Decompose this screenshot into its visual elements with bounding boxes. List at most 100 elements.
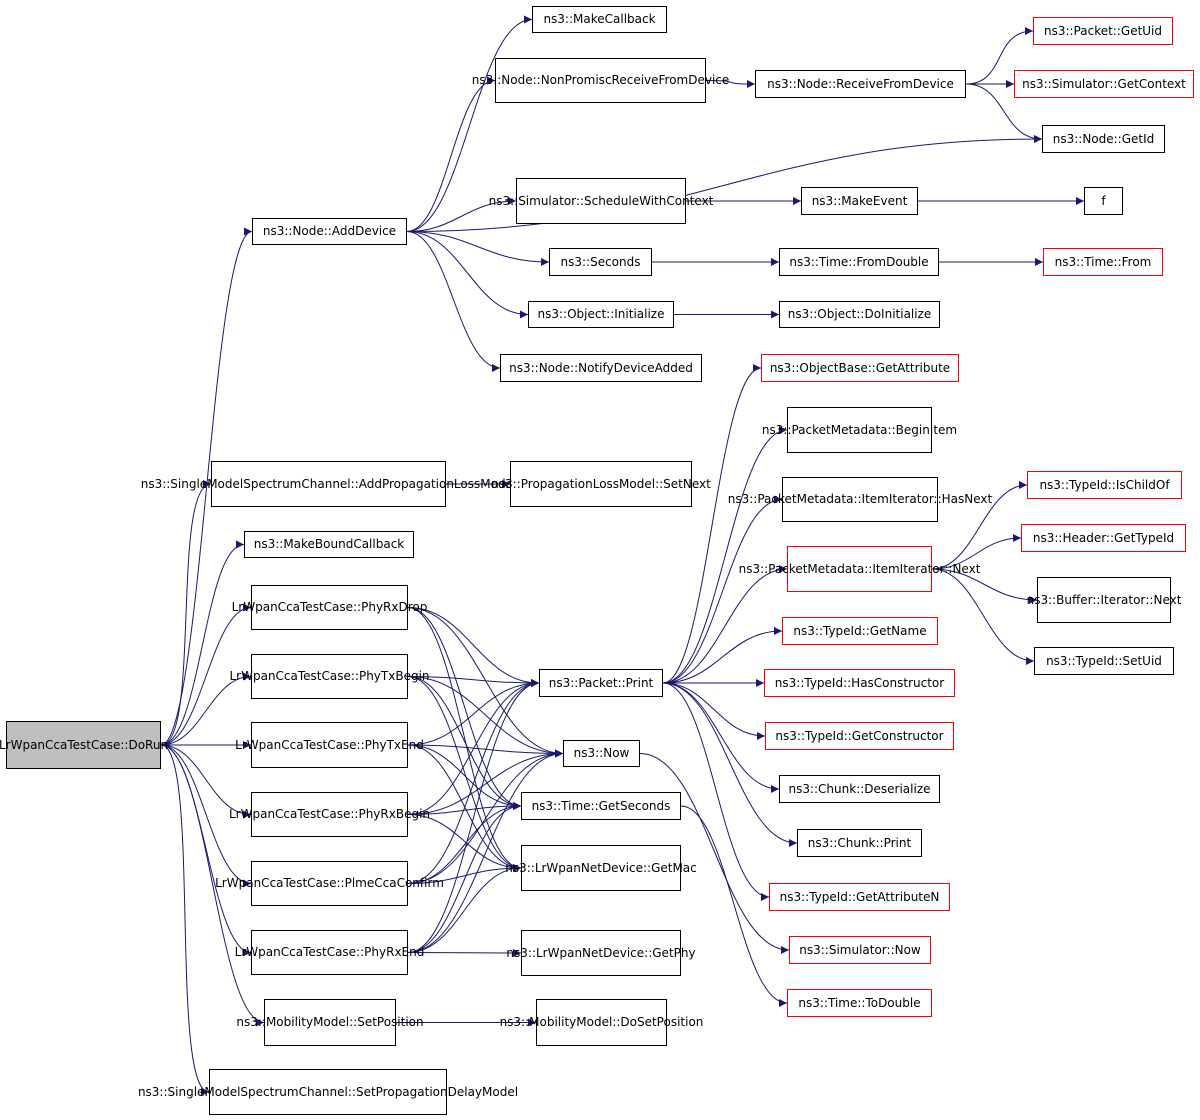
edge-packetprint-to-getname <box>662 627 783 684</box>
node-plmeccaconfirm[interactable]: LrWpanCcaTestCase:: PlmeCcaConfirm <box>215 861 444 906</box>
edge-phyrxend-to-packetprint <box>407 679 540 953</box>
node-chunkprint[interactable]: ns3::Chunk::Print <box>797 829 922 857</box>
node-label: ns3::Simulator::Now <box>799 942 921 957</box>
node-label: ns3::Simulator::GetContext <box>1022 76 1186 91</box>
node-label: PhyRxEnd <box>364 945 425 959</box>
node-getconstructor[interactable]: ns3::TypeId::GetConstructor <box>765 722 954 750</box>
edge-phyrxend-to-getphy <box>407 948 522 957</box>
edge-plmeccaconfirm-to-getmac <box>407 864 522 884</box>
node-getname[interactable]: ns3::TypeId::GetName <box>782 617 938 645</box>
node-hasnext[interactable]: ns3::PacketMetadata ::ItemIterator::HasN… <box>728 477 992 522</box>
node-beginitem[interactable]: ns3::PacketMetadata ::BeginItem <box>762 407 957 453</box>
node-bufferiternext[interactable]: ns3::Buffer::Iterator ::Next <box>1027 577 1181 623</box>
edge-iternext-to-setuid <box>931 568 1035 665</box>
node-label: LrWpanCcaTestCase:: <box>234 945 365 959</box>
node-getattributen[interactable]: ns3::TypeId::GetAttributeN <box>769 883 950 911</box>
node-label: ns3::Object::Initialize <box>537 307 665 321</box>
node-now[interactable]: ns3::Now <box>563 740 640 767</box>
edge-phyrxend-to-getmac <box>407 864 522 953</box>
node-hasconstructor[interactable]: ns3::TypeId::HasConstructor <box>764 669 955 697</box>
node-setposition[interactable]: ns3::MobilityModel ::SetPosition <box>236 999 424 1046</box>
node-schedulewithcontext[interactable]: ns3::Simulator::Schedule WithContext <box>489 178 713 224</box>
node-simgetcontext[interactable]: ns3::Simulator::GetContext <box>1014 70 1194 98</box>
node-simnow[interactable]: ns3::Simulator::Now <box>789 936 931 964</box>
edge-timegetseconds-to-todouble <box>680 805 788 1007</box>
node-makeboundcallback[interactable]: ns3::MakeBoundCallback <box>244 531 414 558</box>
node-makecallback[interactable]: ns3::MakeCallback <box>532 6 667 33</box>
node-getmac[interactable]: ns3::LrWpanNetDevice ::GetMac <box>505 845 697 891</box>
node-label: ns3::MakeBoundCallback <box>253 537 405 551</box>
node-label: ::SetNext <box>655 476 711 491</box>
edge-dorun-to-plmeccaconfirm <box>160 744 252 888</box>
node-label: ns3::Chunk::Deserialize <box>788 781 931 796</box>
node-ischildof[interactable]: ns3::TypeId::IsChildOf <box>1027 471 1182 499</box>
edge-dorun-to-adddevice <box>160 227 253 746</box>
edge-packetprint-to-beginitem <box>662 426 788 684</box>
node-label: LrWpanCcaTestCase:: <box>215 876 345 890</box>
node-packetgetuid[interactable]: ns3::Packet::GetUid <box>1033 17 1173 45</box>
node-chunkdeserialize[interactable]: ns3::Chunk::Deserialize <box>779 775 940 803</box>
node-seconds[interactable]: ns3::Seconds <box>549 248 652 276</box>
node-label: ns3::Seconds <box>560 254 641 269</box>
node-timefrom[interactable]: ns3::Time::From <box>1043 248 1163 276</box>
edge-phyrxend-to-now <box>407 749 564 953</box>
edge-dorun-to-phyrxbegin <box>160 744 252 819</box>
node-label: Channel::AddPropagationLossModel <box>301 476 517 491</box>
node-plmsetnext[interactable]: ns3::PropagationLossModel ::SetNext <box>491 461 711 507</box>
node-label: ns3::Object::DoInitialize <box>787 307 932 321</box>
node-todouble[interactable]: ns3::Time::ToDouble <box>787 989 932 1017</box>
node-addplm[interactable]: ns3::SingleModelSpectrum Channel::AddPro… <box>141 461 516 507</box>
node-label: ns3::MobilityModel <box>236 1015 350 1029</box>
node-iternext[interactable]: ns3::PacketMetadata ::ItemIterator::Next <box>739 546 980 592</box>
node-phytxend[interactable]: LrWpanCcaTestCase:: PhyTxEnd <box>235 722 424 768</box>
node-fromdouble[interactable]: ns3::Time::FromDouble <box>779 248 939 276</box>
node-label: PhyTxBegin <box>358 669 430 683</box>
node-packetprint[interactable]: ns3::Packet::Print <box>539 669 663 697</box>
node-phyrxdrop[interactable]: LrWpanCcaTestCase:: PhyRxDrop <box>232 585 427 630</box>
node-nodegetid[interactable]: ns3::Node::GetId <box>1042 125 1165 153</box>
node-timegetseconds[interactable]: ns3::Time::GetSeconds <box>521 792 681 820</box>
edge-phyrxbegin-to-now <box>407 749 564 815</box>
node-label: DoRun <box>128 737 169 752</box>
node-notifydeviceadded[interactable]: ns3::Node::NotifyDeviceAdded <box>500 354 702 382</box>
node-phytxbegin[interactable]: LrWpanCcaTestCase:: PhyTxBegin <box>229 654 430 699</box>
edge-phytxend-to-timegetseconds <box>407 744 522 810</box>
node-phyrxend[interactable]: LrWpanCcaTestCase:: PhyRxEnd <box>235 930 424 975</box>
node-label: ::DoSetPosition <box>612 1015 704 1029</box>
node-label: ns3::Packet::GetUid <box>1043 23 1163 38</box>
node-headergettypeid[interactable]: ns3::Header::GetTypeId <box>1021 524 1186 552</box>
node-label: ::Next <box>1145 592 1182 607</box>
node-label: ns3::Node::NonPromiscReceive <box>471 73 659 87</box>
node-objinitialize[interactable]: ns3::Object::Initialize <box>528 301 674 328</box>
node-label: ns3::MakeCallback <box>543 12 656 26</box>
node-phyrxbegin[interactable]: LrWpanCcaTestCase:: PhyRxBegin <box>229 792 430 837</box>
node-label: ns3::TypeId::GetAttributeN <box>779 889 940 904</box>
edge-adddevice-to-nonpromisc <box>406 76 496 232</box>
node-setuid[interactable]: ns3::TypeId::SetUid <box>1034 647 1174 675</box>
edge-packetprint-to-iternext <box>662 565 788 684</box>
node-label: LrWpanCcaTestCase:: <box>0 737 129 752</box>
node-label: ns3::Time::ToDouble <box>798 995 921 1010</box>
node-receivefromdevice[interactable]: ns3::Node::ReceiveFromDevice <box>755 70 966 98</box>
node-dosetposition[interactable]: ns3::MobilityModel ::DoSetPosition <box>500 999 703 1046</box>
node-makeevent[interactable]: ns3::MakeEvent <box>801 187 918 215</box>
node-label: PhyRxBegin <box>358 807 431 821</box>
node-adddevice[interactable]: ns3::Node::AddDevice <box>252 218 407 245</box>
node-getattribute[interactable]: ns3::ObjectBase::GetAttribute <box>761 354 959 382</box>
edge-packetprint-to-chunkprint <box>662 682 798 847</box>
node-label: ns3::SingleModelSpectrum <box>137 1084 299 1099</box>
edge-phytxbegin-to-getmac <box>407 676 522 872</box>
node-label: LrWpanCcaTestCase:: <box>228 807 359 821</box>
edge-phyrxdrop-to-packetprint <box>407 607 540 687</box>
node-getphy[interactable]: ns3::LrWpanNetDevice ::GetPhy <box>506 930 696 976</box>
edge-plmeccaconfirm-to-now <box>407 749 564 884</box>
node-doinitialize[interactable]: ns3::Object::DoInitialize <box>779 301 940 328</box>
node-dorun[interactable]: LrWpanCcaTestCase:: DoRun <box>0 721 168 769</box>
node-nonpromisc[interactable]: ns3::Node::NonPromiscReceive FromDevice <box>472 58 729 103</box>
edge-phytxend-to-packetprint <box>407 679 540 746</box>
node-f[interactable]: f <box>1084 187 1123 215</box>
edge-now-to-simnow <box>639 753 790 954</box>
node-label: ::BeginItem <box>887 422 958 437</box>
node-setpropdelay[interactable]: ns3::SingleModelSpectrum Channel::SetPro… <box>138 1069 518 1115</box>
node-label: ns3::Node::GetId <box>1052 131 1155 146</box>
